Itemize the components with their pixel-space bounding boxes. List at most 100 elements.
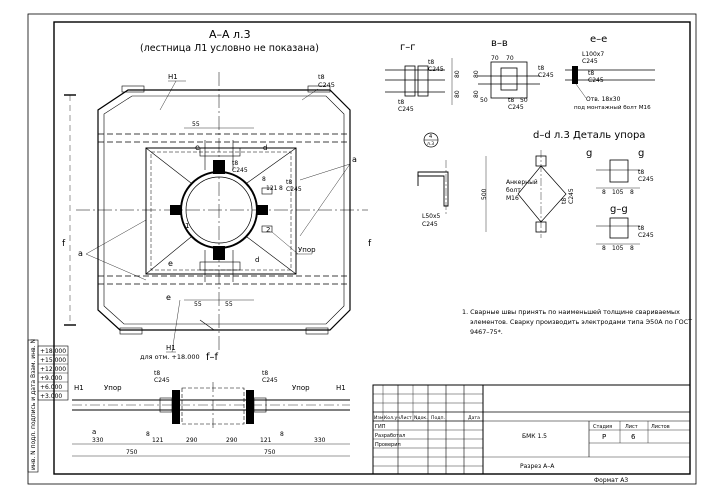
g-dim-1: 105	[612, 189, 624, 196]
gg-dim-0: 80	[454, 70, 461, 78]
callout-4: 4 л.3	[423, 132, 439, 148]
label-2: 2	[266, 226, 270, 234]
elev-5: +3.000	[40, 393, 62, 400]
tb-sheets-label: Листов	[651, 424, 670, 430]
outer-frame	[27, 13, 697, 485]
dim-121: 121	[266, 185, 278, 192]
label-a-left: a	[78, 249, 83, 258]
ff-right-h1: Н1	[336, 384, 346, 392]
tb-h-2: Лист	[400, 415, 412, 421]
label-d2: d	[255, 256, 259, 264]
note-line-2: элементов. Сварку производить электродам…	[470, 318, 692, 326]
g-plate-1: t8	[638, 169, 644, 176]
bb-dim-bot-0: 50	[480, 97, 488, 104]
section-bb-title: в–в	[491, 38, 508, 49]
g2-dim-0: 8	[602, 245, 606, 252]
ff-left-plate-1: t8	[154, 370, 160, 377]
gg-dim-1: 80	[454, 90, 461, 98]
notes: 1. Сварные швы принять по наименьшей тол…	[462, 308, 692, 336]
bb-dim-bot-1: 50	[520, 97, 528, 104]
main-view-subtitle: (лестница Л1 условно не показана)	[140, 43, 319, 54]
dd-anchor-2: болт	[506, 187, 521, 194]
elev-2: +12.000	[40, 366, 66, 373]
g-dim-0: 8	[602, 189, 606, 196]
section-g-title-l: g	[586, 148, 592, 159]
section-ee: е–е L100x7 С245 t8 С245 Отв. 18х30 под м…	[565, 34, 655, 111]
plate-top-2: С245	[318, 81, 335, 89]
main-view-title: А–А л.3	[209, 28, 251, 41]
elev-0: +18.000	[40, 348, 66, 355]
dd-plate-2: С245	[568, 188, 575, 204]
title-block: Изм. Кол.уч Лист Nдок. Подп. Дата ГИП Ра…	[372, 384, 691, 484]
tb-stage-label: Стадия	[593, 424, 612, 430]
label-e-bottom: e	[166, 293, 171, 302]
label-e-top: e	[195, 143, 200, 152]
section-gg: г–г t8 С245 t8 С245 80 80	[385, 42, 461, 113]
note-line-3: 9467–75*.	[470, 328, 503, 336]
ff-dim-1: 8	[146, 431, 150, 438]
gg-plate-1b: t8	[398, 99, 404, 106]
gg-plate-2: С245	[428, 66, 444, 73]
section-g-title-r: g	[638, 148, 644, 159]
elev-4: +6.000	[40, 384, 62, 391]
ff-right-plate-2: С245	[262, 377, 278, 384]
plate-mid-2: С245	[232, 167, 248, 174]
dd-anchor-3: М16	[506, 195, 519, 202]
label-d: d	[263, 144, 267, 152]
section-gg-title: г–г	[400, 42, 416, 53]
tb-sheet-label: Лист	[625, 424, 638, 430]
g2-dim-1: 105	[612, 245, 624, 252]
dim-8: 8	[262, 176, 266, 183]
bb-dim-side-1: 80	[473, 90, 480, 98]
bb-dim-top-1: 70	[506, 55, 514, 62]
ee-note: под монтажный болт М16	[574, 104, 651, 111]
tb-stage-value: Р	[602, 433, 606, 441]
bb-plate-2: С245	[538, 72, 554, 79]
ff-left-plate-2: С245	[154, 377, 170, 384]
ff-left-upor: Упор	[104, 384, 122, 392]
elevation-table: инв. N подл. подпись и дата Взам. инв. N…	[27, 339, 69, 473]
g2-dim-2: 8	[630, 245, 634, 252]
ff-dim-2: 121	[152, 437, 164, 444]
g2-plate-2: С245	[638, 232, 654, 239]
ff-dim-left-total: 750	[126, 449, 138, 456]
ff-dim-7: 330	[314, 437, 326, 444]
g-dim-2: 8	[630, 189, 634, 196]
section-dd-title: d–d л.3 Деталь упора	[533, 130, 645, 141]
section-bb: в–в 70 70 t8 С245 t8 С245 50 50 80 80	[473, 38, 554, 111]
g-plate-2: С245	[638, 176, 654, 183]
ee-plate-2: С245	[588, 77, 604, 84]
dd-anchor-1: Анкерный	[506, 179, 538, 186]
label-f-left: f	[62, 239, 66, 249]
ff-right-plate-1: t8	[262, 370, 268, 377]
plate-top-1: t8	[318, 73, 325, 81]
g2-plate-1: t8	[638, 225, 644, 232]
ff-dim-4: 290	[226, 437, 238, 444]
side-label: инв. N подл. подпись и дата Взам. инв. N	[30, 339, 37, 470]
ff-dim-6: 8	[280, 431, 284, 438]
tb-h-4: Подп.	[431, 415, 445, 421]
bb-dim-top-0: 70	[491, 55, 499, 62]
plate-right-1: t8	[286, 179, 292, 186]
ff-right-upor: Упор	[292, 384, 310, 392]
tb-sheet-title: Разрез А–А	[520, 463, 555, 470]
tb-row-2: Проверил	[375, 442, 401, 448]
ee-hole: Отв. 18х30	[586, 96, 621, 103]
ee-plate-1: t8	[588, 70, 594, 77]
ff-dim-5: 121	[260, 437, 272, 444]
ff-dim-3: 290	[186, 437, 198, 444]
angle-label-1: L50x5	[422, 213, 441, 220]
gg-plate-2b: С245	[398, 106, 414, 113]
tb-h-3: Nдок.	[414, 415, 428, 421]
label-e-mid: e	[168, 259, 173, 268]
callout-number: 4	[429, 134, 432, 140]
caption-elev: для отм. +18.000	[140, 353, 200, 361]
label-a-right: a	[352, 155, 357, 164]
bb-plate-1b: t8	[508, 97, 514, 104]
plate-mid-1: t8	[232, 160, 238, 167]
label-h1-top: Н1	[168, 73, 178, 81]
ff-label-a: a	[92, 428, 96, 436]
bb-plate-2b: С245	[508, 104, 524, 111]
plate-right-2: С245	[286, 186, 302, 193]
